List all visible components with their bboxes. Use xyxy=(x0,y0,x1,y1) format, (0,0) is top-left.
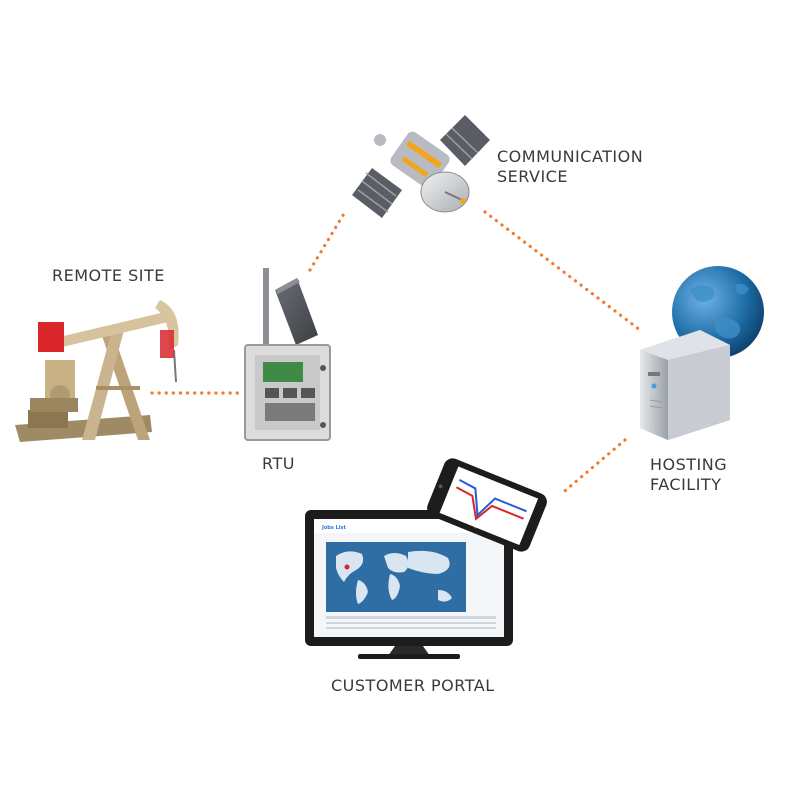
hosting-facility-label-line2: FACILITY xyxy=(650,475,722,494)
portal-screen-title: Jobs List xyxy=(321,525,346,531)
portal-screen-button-label: + NEW JOB xyxy=(474,526,495,530)
hosting-facility-label: HOSTING FACILITY xyxy=(650,455,727,495)
satellite-illustration xyxy=(352,115,490,218)
remote-site-label-text: REMOTE SITE xyxy=(52,266,165,285)
connector-rtu-communication xyxy=(308,210,347,272)
phone-illustration xyxy=(427,458,547,552)
communication-service-label-line1: COMMUNICATION xyxy=(497,147,644,166)
connector-communication-hosting xyxy=(483,210,642,332)
monitor-illustration xyxy=(305,510,513,659)
rtu-label: RTU xyxy=(262,454,295,474)
pumpjack-illustration xyxy=(15,300,179,442)
communication-service-label-line2: SERVICE xyxy=(497,167,568,186)
remote-site-label: REMOTE SITE xyxy=(52,266,165,286)
rtu-illustration xyxy=(244,268,331,441)
connectors xyxy=(150,210,642,497)
hosting-facility-label-line1: HOSTING xyxy=(650,455,728,474)
communication-service-label: COMMUNICATION SERVICE xyxy=(497,147,643,187)
connector-hosting-portal xyxy=(558,438,627,497)
customer-portal-label: CUSTOMER PORTAL xyxy=(331,676,495,696)
rtu-label-text: RTU xyxy=(262,454,295,473)
customer-portal-label-text: CUSTOMER PORTAL xyxy=(331,676,495,695)
hosting-illustration xyxy=(640,266,764,440)
